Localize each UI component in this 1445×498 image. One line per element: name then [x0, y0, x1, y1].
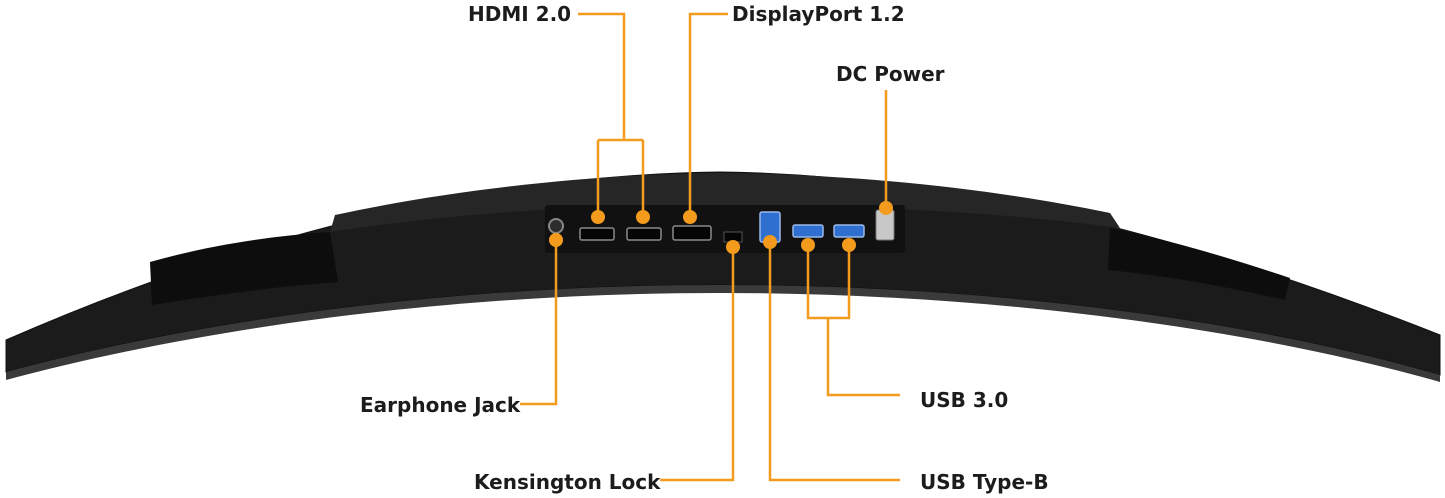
usb3-callout-line: [806, 245, 900, 397]
displayport-callout-line: [688, 12, 728, 217]
usb3-port-1: [792, 224, 824, 238]
port-panel: [545, 205, 905, 253]
earphone-jack-label: Earphone Jack: [360, 393, 521, 417]
kensington-dot: [726, 240, 740, 254]
earphone-callout-line: [520, 240, 558, 406]
displayport-dot: [683, 210, 697, 224]
hdmi-dot-2: [636, 210, 650, 224]
usb3-label: USB 3.0: [920, 388, 1009, 412]
hdmi-callout-line: [578, 12, 645, 217]
usb-b-callout-line: [768, 245, 900, 482]
left-recess: [150, 232, 338, 305]
dc-power-label: DC Power: [836, 62, 945, 86]
hdmi-dot-1: [591, 210, 605, 224]
usb-type-b-label: USB Type-B: [920, 470, 1049, 494]
earphone-dot: [549, 233, 563, 247]
ports: [548, 209, 895, 243]
rear-housing: [330, 173, 1120, 232]
kensington-lock-label: Kensington Lock: [474, 470, 661, 494]
kensington-callout-line: [660, 245, 735, 482]
monitor-bottom-edge: [6, 285, 1440, 382]
displayport-port: [672, 225, 712, 241]
right-recess: [1108, 228, 1290, 300]
usb-b-dot: [763, 235, 777, 249]
monitor-body: [5, 171, 1441, 382]
dc-power-dot: [879, 201, 893, 215]
usb3-port-2: [833, 224, 865, 238]
usb3-dot-2: [842, 238, 856, 252]
callout-dots: [549, 201, 893, 254]
usb3-dot-1: [801, 238, 815, 252]
earphone-jack-port: [548, 218, 564, 234]
hdmi-label: HDMI 2.0: [468, 2, 572, 26]
hdmi-port-2: [626, 227, 662, 241]
hdmi-port-1: [579, 227, 615, 241]
displayport-label: DisplayPort 1.2: [732, 2, 905, 26]
callout-lines: [520, 12, 900, 482]
